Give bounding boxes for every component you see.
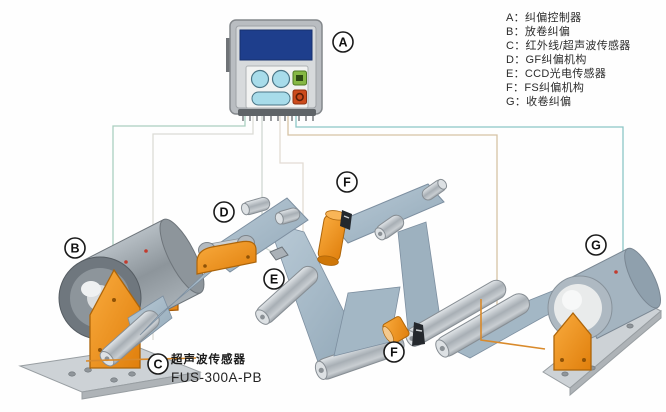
fs-center-roller [374, 214, 405, 241]
controller-terminal-bar [238, 109, 316, 116]
web-segment [333, 286, 401, 357]
terminal-pins [242, 116, 314, 121]
roll-mark [144, 249, 148, 253]
saddle-bolt [203, 264, 207, 268]
fs-orange-roller [317, 210, 347, 266]
stop-icon [295, 92, 304, 102]
dial-button-right[interactable] [271, 69, 291, 89]
ccd-sensor-roller [255, 265, 319, 325]
callout-g-letter: G [591, 239, 601, 253]
sensor-name: 超声波传感器 [171, 354, 246, 366]
callout-g: G [585, 234, 607, 256]
rewind-base-edge [569, 309, 662, 397]
callout-c: C [147, 353, 169, 375]
callout-d: D [213, 201, 235, 223]
bracket-bolt [582, 358, 586, 362]
callout-e-letter: E [270, 273, 278, 287]
rewind-front-bracket [553, 311, 592, 371]
cable-fs-to-rewind [480, 299, 546, 350]
saddle-bolt [246, 255, 250, 259]
callout-f-top: F [336, 171, 358, 193]
fs-bottom-edge-sensor [412, 322, 425, 346]
sensor-annotation: 超声波传感器 FUS-300A-PB [171, 351, 262, 385]
ccd-sensor [269, 246, 289, 261]
callout-f-bottom: F [383, 341, 405, 363]
bracket-bolt [560, 358, 564, 362]
fs-correction-mechanism [317, 178, 448, 266]
callout-labels: A B C D E F F G [64, 31, 607, 375]
sensor-model: FUS-300A-PB [171, 370, 263, 385]
controller-screen [239, 29, 313, 61]
dial-button-left[interactable] [250, 69, 270, 89]
legend-item-g: G：收卷纠偏 [506, 96, 572, 108]
legend-item-b: B：放卷纠偏 [506, 26, 571, 38]
red-stop-button[interactable] [292, 89, 307, 105]
callout-f-bottom-letter: F [390, 346, 398, 360]
rewind-station [542, 247, 662, 397]
legend-item-d: D：GF纠偏机构 [506, 54, 587, 66]
gf-top-roller [240, 196, 271, 216]
roll-highlight [81, 281, 101, 297]
bracket-bolt [98, 348, 102, 352]
guide-roller-unwind [99, 310, 160, 367]
callout-e: E [263, 268, 285, 290]
legend-item-f: F：FS纠偏机构 [506, 82, 585, 94]
oval-display-button[interactable] [251, 91, 291, 106]
run-icon [296, 75, 303, 81]
fs-top-roller [421, 178, 448, 201]
legend-item-e: E：CCD光电传感器 [506, 68, 607, 80]
gf-orange-saddle [196, 240, 257, 275]
callout-b-letter: B [70, 242, 79, 256]
sensor-slot [343, 215, 350, 219]
callout-a: A [332, 31, 354, 53]
fs-edge-sensor [340, 210, 352, 230]
callout-a-letter: A [338, 36, 347, 50]
legend: A：纠偏控制器 B：放卷纠偏 C：红外线/超声波传感器 D：GF纠偏机构 E：C… [506, 11, 664, 109]
wire-to-fs-mechanism [279, 116, 304, 236]
callout-c-letter: C [153, 358, 162, 372]
legend-item-c: C：红外线/超声波传感器 [506, 40, 631, 52]
wire-to-rewind [295, 116, 624, 284]
controller [226, 19, 323, 121]
cable-unwind-to-gf [85, 357, 197, 362]
roll-mark [124, 260, 128, 264]
roll-highlight [562, 290, 582, 310]
base-bolts [68, 367, 136, 383]
unwind-base-edge [81, 371, 201, 400]
callout-b: B [64, 237, 86, 259]
legend-item-a: A：纠偏控制器 [506, 12, 582, 24]
callout-f-top-letter: F [343, 176, 351, 190]
gf-top-roller [274, 207, 301, 225]
bracket-bolt [112, 298, 116, 302]
roll-mark [614, 270, 618, 274]
exit-roller-lower [435, 293, 530, 358]
callout-d-letter: D [219, 206, 228, 220]
sensor-slot [415, 329, 423, 332]
fs-bottom-actuator [382, 316, 410, 344]
gf-correction-mechanism [196, 196, 309, 275]
web-segment [397, 221, 441, 331]
